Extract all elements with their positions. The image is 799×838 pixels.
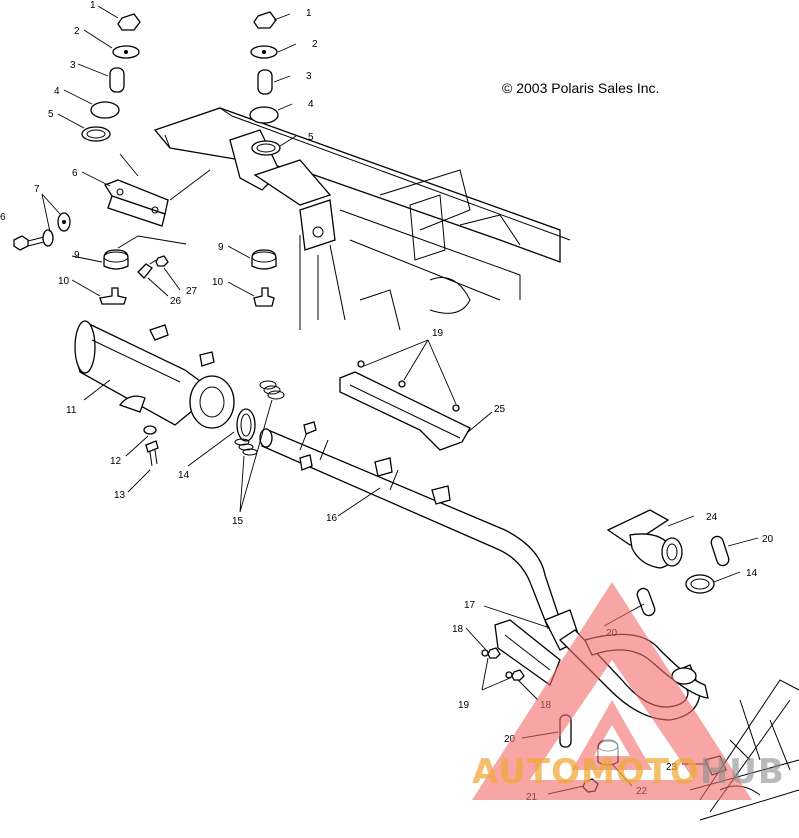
lower-mounts [99,249,277,307]
callout-14a: 14 [178,470,190,481]
callout-20a: 20 [762,534,774,545]
callout-5a: 5 [48,109,54,120]
bolt-10a [99,287,127,305]
callout-16: 16 [326,513,338,524]
callout-3b: 3 [306,71,312,82]
nut-18a [487,647,501,659]
watermark-triangle-icon [472,582,752,800]
frame-assembly [153,107,571,331]
bolt-26 [137,263,153,279]
watermark-logo [472,582,752,800]
callout-4a: 4 [54,86,60,97]
watermark-text: AUTOMOTOHUB [472,752,785,792]
callout-15: 15 [232,516,244,527]
muffler-bracket [13,179,169,251]
watermark-text-primary: AUTOMOTO [472,752,700,792]
callout-19b: 19 [458,700,470,711]
spring-15a [259,380,285,400]
copyright-notice: © 2003 Polaris Sales Inc. [502,80,660,96]
grommet-9b [251,249,277,270]
callout-6b: 6 [0,212,6,223]
callout-10b: 10 [212,277,224,288]
callout-2b: 2 [312,39,318,50]
callout-5b: 5 [308,132,314,143]
ring-5b [251,140,281,156]
frame-corner [689,679,799,821]
callout-1b: 1 [306,8,312,19]
callout-18a: 18 [452,624,464,635]
callout-20c: 20 [504,734,516,745]
ring-5a [81,126,111,142]
callout-19a: 19 [432,328,444,339]
sleeve-3a [109,67,125,93]
callout-27: 27 [186,286,198,297]
callout-25: 25 [494,404,506,415]
callout-14b: 14 [746,568,758,579]
spring-20b [636,587,656,617]
callout-1a: 1 [90,0,96,11]
bolt-13 [145,440,159,453]
callout-7: 7 [34,184,40,195]
mount-stack-left [81,13,141,142]
nut-1b [253,11,277,29]
callout-9a: 9 [74,250,80,261]
callout-4b: 4 [308,99,314,110]
callout-26: 26 [170,296,182,307]
callout-9b: 9 [218,242,224,253]
callout-13: 13 [114,490,126,501]
spring-20a [710,535,730,567]
callout-10a: 10 [58,276,70,287]
callout-3a: 3 [70,60,76,71]
washer-7a [42,229,54,247]
callout-23: 23 [666,762,678,773]
callout-24: 24 [706,512,718,523]
heat-shield-upper [339,360,471,451]
gasket-14a [236,408,256,442]
nut-18b [511,669,525,681]
heat-shield-lower [481,619,561,687]
callout-11: 11 [66,405,77,416]
exhaust-manifold [606,509,683,569]
grommet-4b [249,106,279,124]
nut-1a [117,13,141,31]
watermark-text-secondary: HUB [699,752,785,792]
nut-27 [155,255,169,267]
bolt-10b [253,287,275,307]
mount-stack-right [249,11,281,156]
callout-2a: 2 [74,26,80,37]
sleeve-3b [257,69,273,95]
exhaust-pipe [259,421,581,651]
grommet-4a [90,101,120,119]
bolt-6 [13,235,29,251]
muffler [74,320,235,429]
gasket-14b [685,574,715,594]
callout-17: 17 [464,600,476,611]
grommet-9a [103,249,129,270]
washer-12 [143,425,157,435]
callout-6a: 6 [72,168,78,179]
callout-12: 12 [110,456,122,467]
